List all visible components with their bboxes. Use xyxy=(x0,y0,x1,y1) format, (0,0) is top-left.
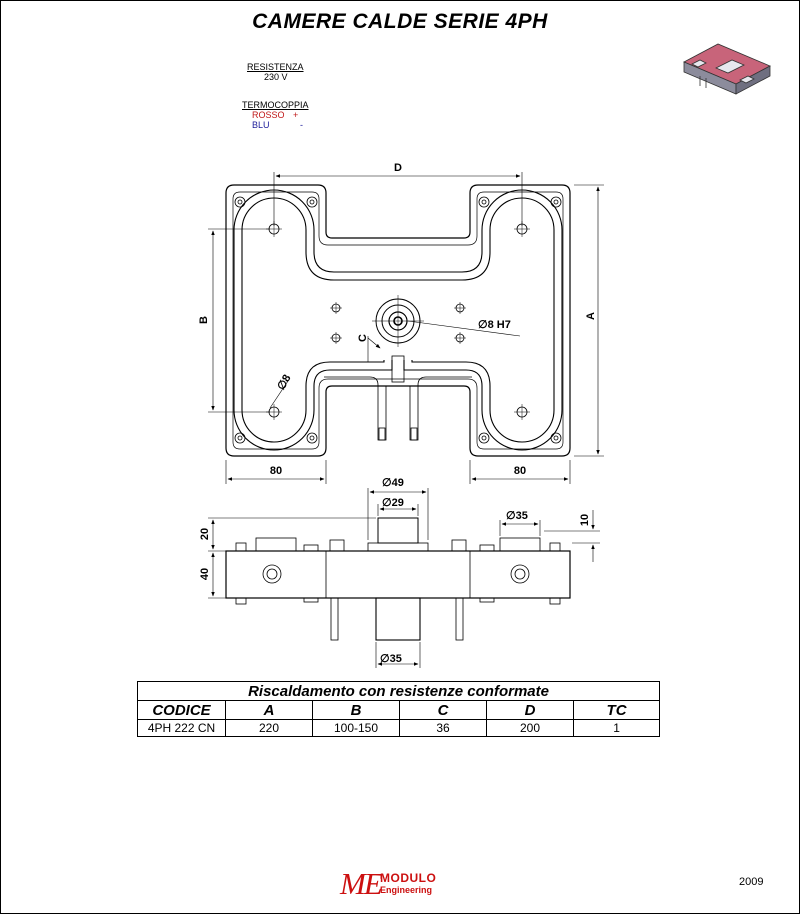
dim-b-label: B xyxy=(198,316,210,324)
dim-h40-label: 40 xyxy=(199,568,211,580)
header-d: D xyxy=(486,700,574,720)
dimension-labels: D A B C ∅8 ∅8 H7 80 80 ∅49 ∅29 ∅35 10 20… xyxy=(198,162,597,665)
dim-d35-bottom-label: ∅35 xyxy=(380,653,402,665)
dim-d-label: D xyxy=(394,162,402,174)
header-c: C xyxy=(399,700,487,720)
blue-wire-sign: - xyxy=(300,120,304,130)
resistance-legend: RESISTENZA 230 V xyxy=(247,62,304,82)
dim-h10-label: 10 xyxy=(579,514,591,526)
thermocouple-label: TERMOCOPPIA xyxy=(242,100,309,110)
table-header-row: CODICE A B C D TC xyxy=(137,700,661,720)
dim-left-80-label: 80 xyxy=(270,465,282,477)
year-label: 2009 xyxy=(739,876,764,888)
thermocouple-legend: TERMOCOPPIA ROSSO + BLU - xyxy=(242,100,309,130)
red-wire-label: ROSSO xyxy=(252,110,285,120)
table-caption-row: Riscaldamento con resistenze conformate xyxy=(136,681,661,701)
top-view-dimensions xyxy=(208,172,604,484)
header-tc: TC xyxy=(572,700,661,720)
page-title: CAMERE CALDE SERIE 4PH xyxy=(252,10,548,33)
cell-tc: 1 xyxy=(572,719,661,737)
isometric-product-icon xyxy=(683,43,771,95)
side-view xyxy=(225,517,571,641)
dim-d29-label: ∅29 xyxy=(382,497,404,509)
logo-engineering: Engineering xyxy=(380,885,433,895)
dim-a-label: A xyxy=(585,312,597,320)
dim-right-80-label: 80 xyxy=(514,465,526,477)
modulo-engineering-logo: ME MODULO Engineering xyxy=(340,866,450,906)
logo-modulo: MODULO xyxy=(380,871,437,885)
cell-a: 220 xyxy=(225,719,313,737)
header-codice: CODICE xyxy=(137,700,226,720)
cell-c: 36 xyxy=(399,719,487,737)
header-b: B xyxy=(312,700,400,720)
logo-me: ME xyxy=(340,866,383,901)
red-wire-sign: + xyxy=(293,110,299,120)
table-caption: Riscaldamento con resistenze conformate xyxy=(136,681,661,701)
top-view xyxy=(225,184,571,457)
cell-codice: 4PH 222 CN xyxy=(137,719,226,737)
side-view-dimensions xyxy=(208,488,600,668)
dim-hole-center-label: ∅8 H7 xyxy=(478,319,511,331)
dim-d35-top-label: ∅35 xyxy=(506,510,528,522)
cell-b: 100-150 xyxy=(312,719,400,737)
resistance-label: RESISTENZA xyxy=(247,62,304,72)
resistance-value: 230 V xyxy=(264,72,288,82)
dim-h20-label: 20 xyxy=(199,528,211,540)
specs-table: Riscaldamento con resistenze conformate … xyxy=(136,681,661,737)
cell-d: 200 xyxy=(486,719,574,737)
table-row: 4PH 222 CN 220 100-150 36 200 1 xyxy=(137,719,661,737)
dim-d49-label: ∅49 xyxy=(382,477,404,489)
blue-wire-label: BLU xyxy=(252,120,270,130)
dim-hole-small-label: ∅8 xyxy=(275,373,293,393)
dim-c-label: C xyxy=(357,334,369,342)
header-a: A xyxy=(225,700,313,720)
